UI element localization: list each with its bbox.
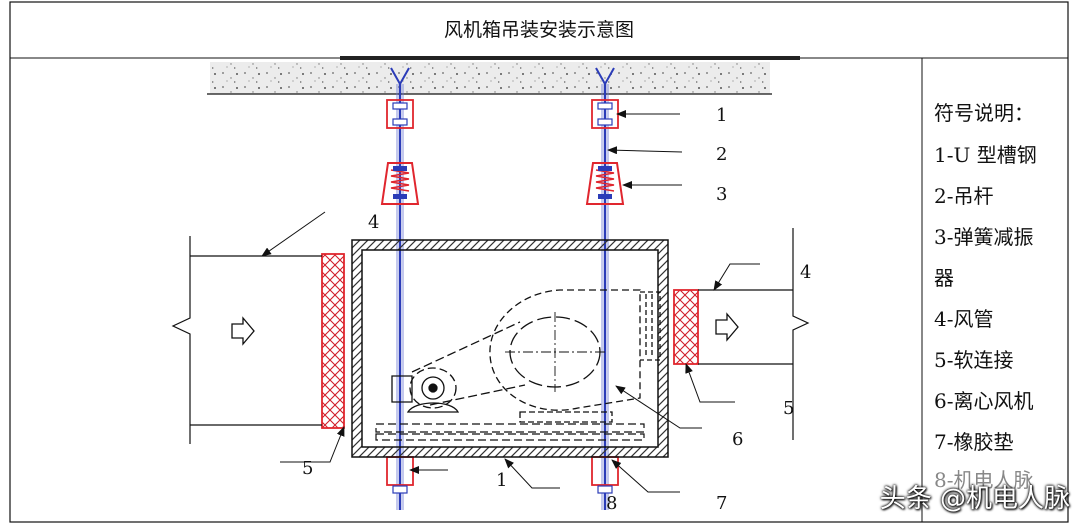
- callout-label: 3: [716, 184, 727, 205]
- spring-isolator-right: [585, 162, 625, 205]
- legend-item-u-channel: 1-U 型槽钢: [934, 143, 1037, 167]
- callout-label: 5: [302, 458, 313, 479]
- legend-item-duct: 4-风管: [934, 307, 994, 331]
- spring-isolator-left: [380, 162, 420, 205]
- callout-label: 8: [606, 493, 617, 514]
- rubber-pad: [375, 423, 645, 433]
- hanger-right: [585, 67, 625, 510]
- legend-item-8: 8-机电人脉: [934, 468, 1034, 492]
- inlet-flow-arrow: [231, 316, 255, 346]
- fan-outlet-grille: [640, 291, 661, 361]
- legend-item-centrifugal-fan: 6-离心风机: [934, 389, 1034, 413]
- callout-label: 7: [716, 493, 727, 514]
- flex-connector-right: [673, 289, 699, 365]
- legend-item-rubber-pad: 7-橡胶垫: [934, 430, 1014, 454]
- inlet-duct: [171, 236, 322, 444]
- legend-item-hanger-rod: 2-吊杆: [934, 184, 994, 208]
- callout-label: 1: [496, 470, 507, 491]
- u-channel-top-left: [386, 99, 414, 129]
- legend-heading: 符号说明：: [934, 101, 1034, 125]
- callout-label: 4: [368, 212, 379, 233]
- flex-connector-left: [321, 253, 345, 429]
- fan-base-plate: [519, 411, 613, 423]
- ceiling-slab: [210, 62, 770, 94]
- callout-label: 6: [732, 429, 743, 450]
- hanger-left: [380, 67, 420, 510]
- fan-scroll: [489, 289, 641, 411]
- callout-label: 2: [716, 144, 727, 165]
- callout-label: 5: [783, 398, 794, 419]
- legend-item-flex-connection: 5-软连接: [934, 348, 1014, 372]
- motor-base: [391, 375, 460, 413]
- legend-item-spring-isolator: 3-弹簧减振: [934, 225, 1034, 249]
- base-frame: [375, 423, 645, 441]
- callout-labels: 1 2 3 4 4 5 5 6 1 8 7: [302, 105, 811, 514]
- motor-pulley: [421, 376, 445, 400]
- fan-box: [351, 239, 669, 458]
- watermark: 头条 @机电人脉: [879, 484, 1070, 514]
- diagram-title: 风机箱吊装安装示意图: [443, 19, 634, 41]
- outlet-flow-arrow: [715, 312, 739, 342]
- outer-border: [9, 1, 1069, 523]
- leaders: [261, 110, 760, 493]
- callout-label: 1: [716, 105, 727, 126]
- fan-box-wall: [351, 239, 669, 458]
- drive-belt: [411, 321, 526, 406]
- centrifugal-fan: [391, 289, 661, 423]
- callout-label: 4: [800, 262, 811, 283]
- legend-item-spring-isolator-cont: 器: [934, 266, 954, 290]
